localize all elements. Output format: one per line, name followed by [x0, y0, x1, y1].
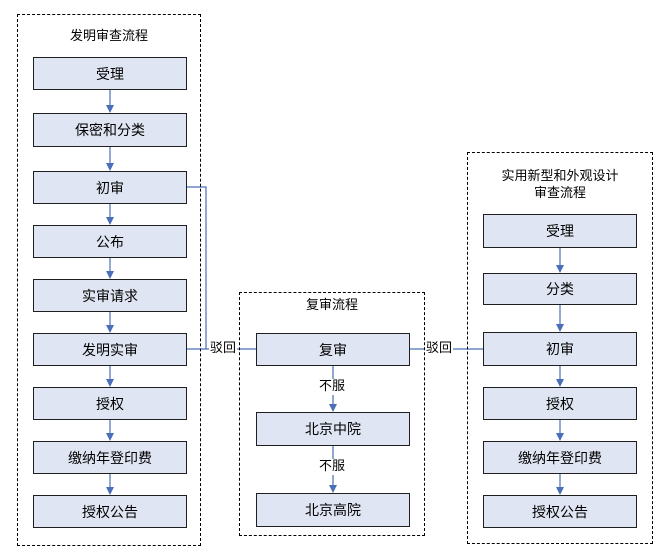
step-accept: 受理 — [33, 57, 187, 90]
utility-step-classification: 分类 — [483, 273, 637, 305]
step-security-classification: 保密和分类 — [33, 113, 187, 147]
step-grant-announcement: 授权公告 — [33, 495, 187, 528]
step-reexamination: 复审 — [256, 333, 410, 366]
invention-process-group — [17, 14, 201, 546]
utility-step-preliminary-exam: 初审 — [483, 332, 637, 366]
review-process-title: 复审流程 — [305, 298, 358, 313]
edge-label-appeal-1: 不服 — [318, 379, 347, 395]
utility-design-title-line1: 实用新型和外观设计 — [501, 169, 619, 184]
rejection-label-left: 驳回 — [209, 341, 238, 357]
utility-step-grant: 授权 — [483, 387, 637, 420]
utility-step-grant-announcement: 授权公告 — [483, 495, 637, 528]
step-beijing-intermediate-court: 北京中院 — [256, 412, 410, 446]
review-process-group — [239, 292, 425, 536]
edge-label-appeal-2: 不服 — [318, 459, 347, 475]
utility-step-fee-payment: 缴纳年登印费 — [483, 441, 637, 474]
step-preliminary-exam: 初审 — [33, 171, 187, 204]
step-publication: 公布 — [33, 225, 187, 258]
invention-process-title: 发明审查流程 — [69, 29, 148, 44]
step-beijing-high-court: 北京高院 — [256, 493, 410, 527]
step-substantive-request: 实审请求 — [33, 279, 187, 312]
reject-line-preliminary — [186, 186, 207, 349]
step-substantive-exam: 发明实审 — [33, 333, 187, 366]
utility-design-title-line2: 审查流程 — [533, 186, 586, 201]
step-fee-payment: 缴纳年登印费 — [33, 441, 187, 474]
utility-design-process-group — [467, 152, 653, 544]
utility-step-accept: 受理 — [483, 214, 637, 248]
step-grant: 授权 — [33, 387, 187, 420]
rejection-label-right: 驳回 — [425, 341, 454, 357]
